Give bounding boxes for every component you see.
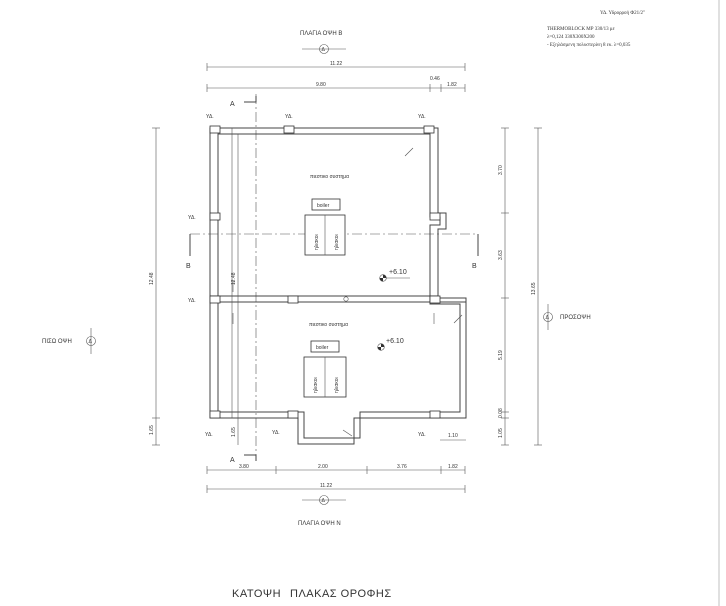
- facade-marker-north: Δ: [302, 44, 346, 54]
- boiler-box-upper: [311, 198, 341, 211]
- downpipe-label-2: ΥΔ.: [285, 114, 293, 120]
- legend-notes: ΥΔ. Υδρορροή Φ21/2" THERMOBLOCK ΜΡ 330/1…: [547, 11, 645, 48]
- dim-right-b: 3.63: [498, 250, 504, 260]
- solar-panel-label-lower-a: ηλιακοι: [313, 377, 319, 393]
- dim-left-inner: 12.48: [231, 272, 237, 285]
- dim-top-right-b: 1.82: [447, 82, 457, 88]
- elevation-label-upper: +6.10: [389, 269, 407, 276]
- section-b-left: B: [186, 263, 191, 270]
- facade-symbol-back: Δ: [89, 339, 93, 345]
- facade-symbol: Δ: [322, 47, 326, 53]
- dim-right-a: 3.70: [498, 165, 504, 175]
- dim-top-right-a: 0.46: [430, 76, 440, 82]
- section-a-top: A: [230, 101, 235, 108]
- facade-label-front: ΠΡΟΣΟΨΗ: [560, 315, 591, 321]
- dim-right-total: 13.65: [531, 282, 537, 295]
- facade-label-south: ΠΛΑΓΙΑ ΟΨΗ Ν: [298, 521, 341, 527]
- downpipe-label-6: ΥΔ.: [205, 432, 213, 438]
- downpipe-label-5: ΥΔ.: [188, 298, 196, 304]
- downpipe-markers: [209, 125, 441, 419]
- section-a-bottom: A: [230, 457, 235, 464]
- facade-marker-back: Δ: [86, 328, 96, 354]
- bottom-dimension-lines: [206, 466, 466, 493]
- downpipe-label-4: ΥΔ.: [188, 215, 196, 221]
- dim-right-d: 0.08: [498, 408, 504, 418]
- roof-system-lower: πιεστικο συστημα: [309, 322, 348, 328]
- section-b-right: B: [472, 263, 477, 270]
- note-insulation: - Εξηλάσμενη πολυστερίνη 8 εκ. λ=0,035: [547, 43, 631, 48]
- left-dimension-lines: [152, 127, 239, 446]
- elevation-marker-upper: [379, 274, 410, 282]
- boiler-box-lower: [310, 340, 340, 353]
- right-dimension-lines: [501, 127, 542, 446]
- facade-symbol-south: Δ: [322, 498, 326, 504]
- downpipe-label-3: ΥΔ.: [418, 114, 426, 120]
- dim-right-f: 1.10: [448, 433, 458, 439]
- boiler-label-lower: boiler: [316, 345, 329, 351]
- dim-right-c: 5.19: [498, 350, 504, 360]
- dim-left-low2: 1.65: [231, 427, 237, 437]
- dim-right-e: 1.05: [498, 428, 504, 438]
- boiler-label-upper: boiler: [317, 203, 330, 209]
- downpipe-label-8: ΥΔ.: [418, 432, 426, 438]
- dim-left-total: 12.48: [149, 272, 155, 285]
- drawing-title-right: ΠΛΑΚΑΣ ΟΡΟΦΗΣ: [290, 588, 392, 600]
- dim-top-total: 11.22: [330, 61, 342, 67]
- facade-label-north: ΠΛΑΓΙΑ ΟΨΗ Β: [300, 31, 342, 37]
- note-lambda: λ=0,124 330Χ300Χ200: [547, 35, 595, 40]
- solar-panel-label-lower-b: ηλιακοι: [334, 377, 340, 393]
- solar-panel-label-upper-b: ηλιακοι: [334, 234, 340, 250]
- facade-symbol-front: Δ: [546, 315, 550, 321]
- dim-bottom-total: 11.22: [320, 483, 332, 489]
- dim-bottom-a: 3.80: [239, 464, 249, 470]
- note-downpipe: ΥΔ. Υδρορροή Φ21/2": [600, 11, 645, 16]
- downpipe-label-1: ΥΔ.: [206, 114, 214, 120]
- solar-panel-label-upper-a: ηλιακοι: [314, 234, 320, 250]
- downpipe-label-7: ΥΔ.: [272, 430, 280, 436]
- dim-bottom-d: 1.82: [448, 464, 458, 470]
- dim-top-left: 9.80: [316, 82, 326, 88]
- drawing-title-left: ΚΑΤΟΨΗ: [232, 588, 281, 600]
- facade-marker-front: Δ: [543, 304, 553, 330]
- roof-system-upper: πιεστικο συστημα: [310, 174, 349, 180]
- facade-marker-south: Δ: [302, 495, 346, 505]
- elevation-marker-lower: [377, 343, 385, 351]
- top-dimension-lines: [206, 63, 466, 92]
- section-aa-line: [244, 94, 257, 461]
- note-thermoblock: THERMOBLOCK ΜΡ 330/13 με: [547, 27, 615, 32]
- dim-left-low: 1.65: [149, 425, 155, 435]
- slope-arrows: [232, 147, 463, 437]
- dim-bottom-b: 2.00: [318, 464, 328, 470]
- dim-bottom-c: 3.76: [397, 464, 407, 470]
- elevation-label-lower: +6.10: [386, 338, 404, 345]
- facade-label-back: ΠΙΣΩ ΟΨΗ: [42, 339, 72, 345]
